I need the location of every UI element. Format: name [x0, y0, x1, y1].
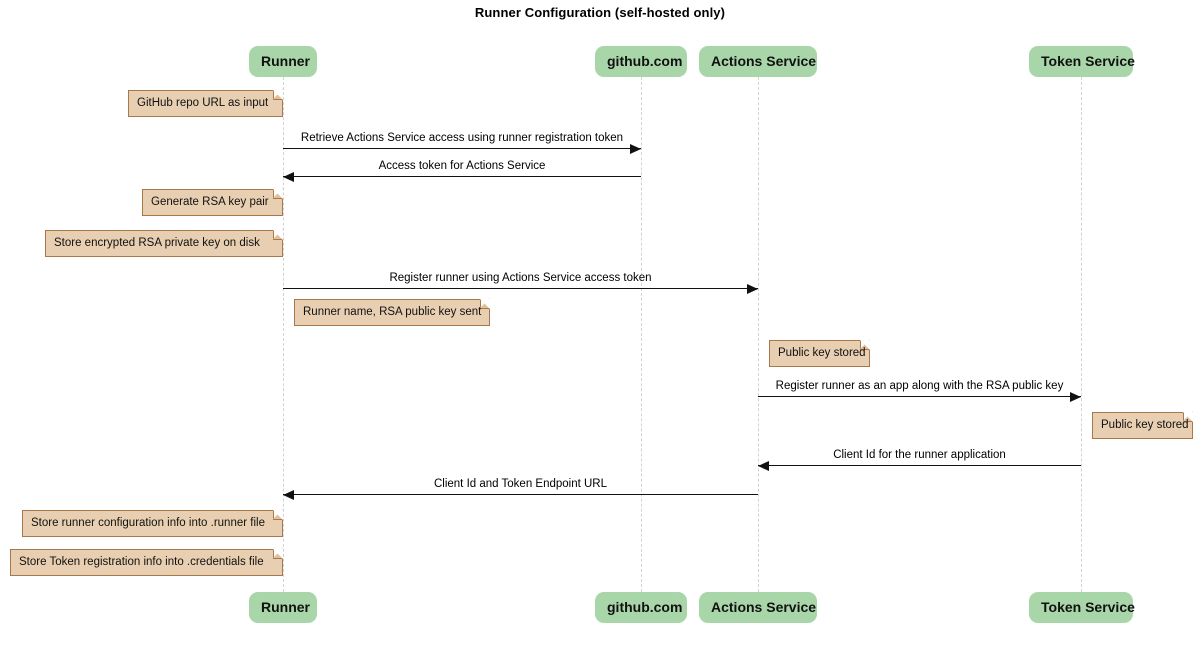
arrowhead-left — [758, 460, 769, 471]
note-generate-rsa: Generate RSA key pair — [142, 188, 283, 216]
lifeline-actions — [758, 77, 759, 592]
note-runner-name: Runner name, RSA public key sent — [294, 298, 490, 326]
participant-github-top[interactable]: github.com — [595, 46, 687, 77]
note-fold-icon — [1183, 412, 1193, 422]
note-store-runner: Store runner configuration info into .ru… — [22, 509, 283, 537]
message-label: Register runner using Actions Service ac… — [389, 272, 652, 284]
lifeline-github — [641, 77, 642, 592]
note-fold-icon — [273, 230, 283, 240]
note-label: Store encrypted RSA private key on disk — [54, 237, 260, 249]
note-fold-icon — [273, 549, 283, 559]
lifeline-runner — [283, 77, 284, 592]
arrowhead-right — [747, 283, 758, 294]
participant-github-bottom[interactable]: github.com — [595, 592, 687, 623]
message-label: Retrieve Actions Service access using ru… — [300, 132, 624, 144]
arrowhead-left — [283, 489, 294, 500]
message-label: Access token for Actions Service — [378, 160, 546, 172]
note-label: Store Token registration info into .cred… — [19, 556, 264, 568]
arrowhead-left — [283, 171, 294, 182]
message-label: Client Id and Token Endpoint URL — [433, 478, 608, 490]
participant-actions-top[interactable]: Actions Service — [699, 46, 817, 77]
note-pubkey-actions: Public key stored — [769, 339, 870, 367]
message-line — [283, 176, 641, 177]
message-label: Register runner as an app along with the… — [775, 380, 1064, 392]
participant-runner-top[interactable]: Runner — [249, 46, 317, 77]
note-pubkey-token: Public key stored — [1092, 411, 1193, 439]
message-line — [758, 396, 1081, 397]
note-label: Generate RSA key pair — [151, 196, 269, 208]
message-line — [758, 465, 1081, 466]
message-line — [283, 288, 758, 289]
note-fold-icon — [273, 510, 283, 520]
note-store-rsa: Store encrypted RSA private key on disk — [45, 229, 283, 257]
note-fold-icon — [480, 299, 490, 309]
participant-runner-bottom[interactable]: Runner — [249, 592, 317, 623]
arrowhead-right — [630, 143, 641, 154]
note-repo-url: GitHub repo URL as input — [128, 89, 283, 117]
note-store-token: Store Token registration info into .cred… — [10, 548, 283, 576]
participant-token-top[interactable]: Token Service — [1029, 46, 1135, 77]
message-line — [283, 494, 758, 495]
message-line — [283, 148, 641, 149]
note-label: Public key stored — [778, 347, 866, 359]
note-fold-icon — [860, 340, 870, 350]
note-label: Store runner configuration info into .ru… — [31, 517, 265, 529]
page-title: Runner Configuration (self-hosted only) — [474, 5, 726, 20]
note-fold-icon — [273, 90, 283, 100]
note-label: Public key stored — [1101, 419, 1189, 431]
participant-token-bottom[interactable]: Token Service — [1029, 592, 1135, 623]
participant-actions-bottom[interactable]: Actions Service — [699, 592, 817, 623]
note-label: GitHub repo URL as input — [137, 97, 269, 109]
arrowhead-right — [1070, 391, 1081, 402]
lifeline-token — [1081, 77, 1082, 592]
note-label: Runner name, RSA public key sent — [303, 306, 482, 318]
note-fold-icon — [273, 189, 283, 199]
message-label: Client Id for the runner application — [833, 449, 1006, 461]
